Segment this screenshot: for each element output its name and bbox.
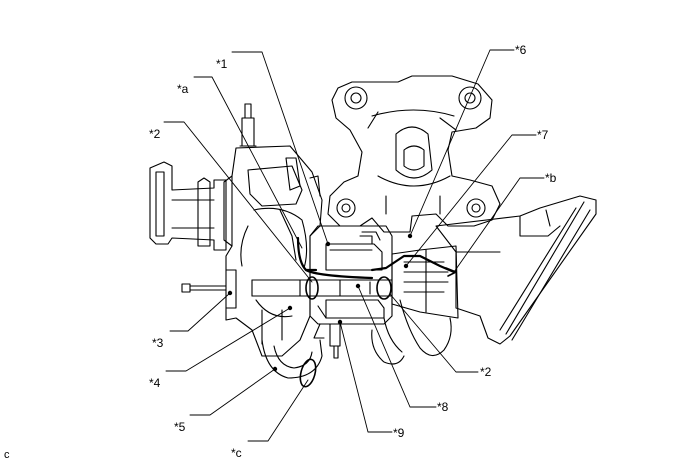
callout-label-2-right: *2 bbox=[480, 365, 492, 379]
turbine-housing bbox=[327, 75, 501, 233]
oil-flow-path bbox=[296, 236, 456, 280]
callout-label-8: *8 bbox=[437, 400, 449, 414]
callout-label-3: *3 bbox=[152, 336, 164, 350]
callout-label-7: *7 bbox=[537, 128, 549, 142]
callout-label-1: *1 bbox=[216, 57, 228, 71]
figure-code: c bbox=[4, 449, 10, 461]
callout-label-4: *4 bbox=[149, 376, 161, 390]
callout-label-6: *6 bbox=[515, 43, 527, 57]
outlet-flange bbox=[435, 195, 597, 345]
wastegate-actuator bbox=[149, 161, 227, 293]
top-sensor-bolt bbox=[239, 103, 321, 197]
callout-label-2-left: *2 bbox=[149, 127, 161, 141]
turbo-shaft bbox=[251, 279, 393, 297]
callout-label-b: *b bbox=[545, 171, 557, 185]
leader-lines bbox=[163, 49, 545, 442]
seal-ring-left bbox=[305, 276, 319, 300]
callout-label-9: *9 bbox=[393, 426, 405, 440]
callout-label-c: *c bbox=[231, 446, 242, 460]
center-housing bbox=[309, 225, 393, 359]
seal-ring-right bbox=[376, 276, 392, 300]
compressor-housing bbox=[223, 145, 323, 357]
flow-arrow-head bbox=[445, 267, 457, 277]
callout-label-5: *5 bbox=[174, 420, 186, 434]
turbine-wheel bbox=[371, 245, 459, 365]
callout-label-a: *a bbox=[177, 82, 189, 96]
highlight-ellipse-c bbox=[299, 358, 317, 388]
leader-dots bbox=[227, 233, 413, 372]
